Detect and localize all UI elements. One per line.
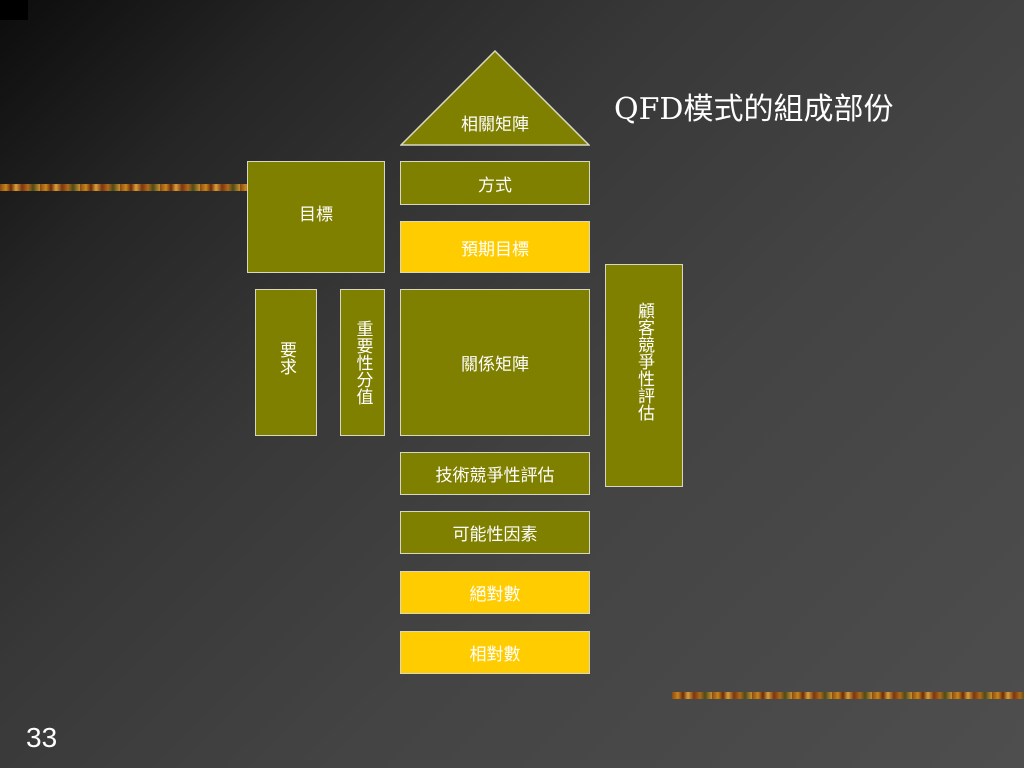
relationship-matrix-label: 關係矩陣 bbox=[461, 355, 529, 375]
decorative-band-bottom bbox=[672, 692, 1024, 699]
relative-value-box: 相對數 bbox=[400, 631, 590, 674]
slide-title: QFD模式的組成部份 bbox=[614, 92, 894, 127]
importance-label: 重要性分值 bbox=[352, 320, 373, 405]
target-label: 目標 bbox=[299, 204, 333, 225]
relative-value-label: 相對數 bbox=[469, 645, 521, 665]
correlation-matrix-label: 相關矩陣 bbox=[461, 115, 529, 135]
expected-target-label: 預期目標 bbox=[461, 239, 529, 260]
requirements-box: 要求 bbox=[255, 289, 317, 436]
method-label: 方式 bbox=[478, 175, 512, 196]
requirements-label: 要求 bbox=[276, 340, 297, 375]
technical-competitive-eval-box: 技術競爭性評估 bbox=[400, 452, 590, 495]
feasibility-factor-box: 可能性因素 bbox=[400, 511, 590, 554]
technical-competitive-eval-label: 技術競爭性評估 bbox=[435, 466, 555, 486]
corner-square-decoration bbox=[0, 0, 28, 20]
method-box: 方式 bbox=[400, 161, 590, 205]
absolute-value-box: 絕對數 bbox=[400, 571, 590, 614]
customer-competitive-eval-label: 顧客競爭性評估 bbox=[634, 302, 655, 421]
relationship-matrix-box: 關係矩陣 bbox=[400, 289, 590, 436]
absolute-value-label: 絕對數 bbox=[469, 585, 521, 605]
feasibility-factor-label: 可能性因素 bbox=[452, 525, 538, 545]
target-box: 目標 bbox=[247, 161, 385, 273]
importance-box: 重要性分值 bbox=[340, 289, 385, 436]
expected-target-box: 預期目標 bbox=[400, 221, 590, 273]
decorative-band-top bbox=[0, 184, 370, 191]
page-number: 33 bbox=[26, 722, 58, 753]
customer-competitive-eval-box: 顧客競爭性評估 bbox=[605, 264, 683, 487]
correlation-matrix-roof bbox=[400, 50, 590, 146]
